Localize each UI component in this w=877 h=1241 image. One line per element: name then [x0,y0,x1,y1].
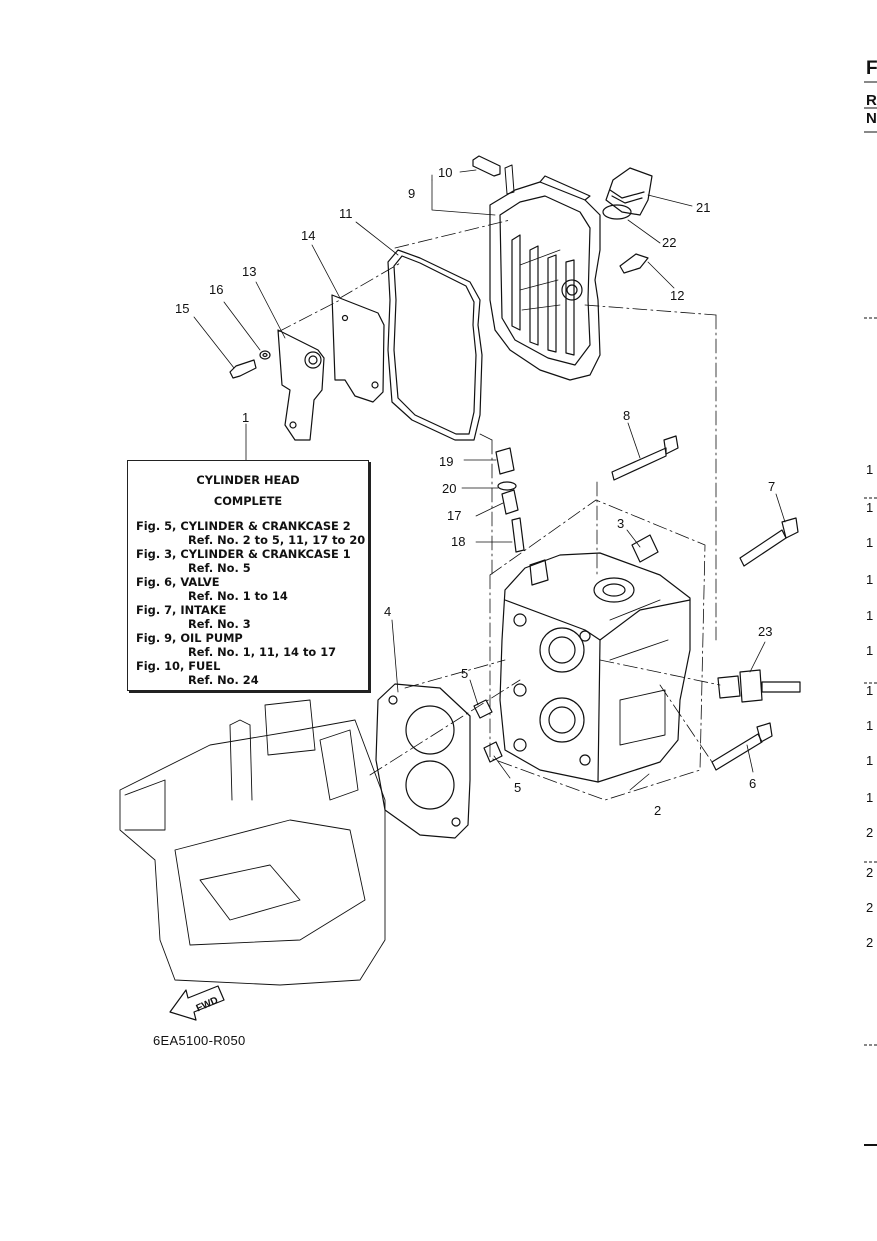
bolt-7 [739,517,799,567]
cylinder-head-cover [489,164,601,381]
edge-char: 2 [866,900,874,915]
drawing-code: 6EA5100-R050 [153,1033,246,1048]
callout-10: 10 [438,165,452,180]
callout-11: 11 [339,206,353,221]
part-20 [497,481,517,491]
engine-block [119,699,386,986]
edge-char: 1 [866,462,874,477]
washer-16 [259,350,271,360]
reference-box-title: CYLINDER HEAD COMPLETE [128,470,368,512]
edge-char: 1 [866,718,874,733]
callout-9: 9 [408,186,415,201]
callout-17: 17 [447,508,461,523]
plate-14 [331,294,385,403]
edge-char: 1 [866,643,874,658]
reference-line: Ref. No. 1 to 14 [188,589,288,603]
callout-5b: 5 [514,780,521,795]
edge-char: 1 [866,790,874,805]
edge-char: 1 [866,683,874,698]
head-gasket [375,683,471,839]
fwd-arrow-icon [169,985,225,1021]
cylinder-head [499,552,691,783]
part-3 [631,534,659,563]
callout-14: 14 [301,228,315,243]
reference-line: Fig. 10, FUEL [136,659,221,673]
reference-line: Ref. No. 2 to 5, 11, 17 to 20 [188,533,366,547]
reference-line: Ref. No. 3 [188,617,251,631]
reference-title-line1: CYLINDER HEAD [196,473,300,487]
dowel-pin-upper [473,699,493,719]
reference-line: Fig. 3, CYLINDER & CRANKCASE 1 [136,547,351,561]
reference-line: Ref. No. 24 [188,673,259,687]
callout-21: 21 [696,200,710,215]
fwd-label: FWD [195,995,220,1014]
leader-lines [193,169,786,791]
edge-char: R [866,92,877,109]
callout-20: 20 [442,481,456,496]
bolt-12 [619,253,649,274]
callout-23: 23 [758,624,772,639]
callout-13: 13 [242,264,256,279]
dowel-pin-lower [483,741,503,763]
callout-16: 16 [209,282,223,297]
bolt-8 [611,435,679,481]
callout-19: 19 [439,454,453,469]
edge-char: F [866,58,877,79]
callout-15: 15 [175,301,189,316]
spark-plug [717,669,801,703]
callout-22: 22 [662,235,676,250]
reference-line: Fig. 9, OIL PUMP [136,631,243,645]
bolt-15 [229,359,257,379]
reference-line: Ref. No. 1, 11, 14 to 17 [188,645,337,659]
callout-5a: 5 [461,666,468,681]
reference-title-line2: COMPLETE [213,494,283,508]
edge-char: N [866,110,877,127]
reference-line: Fig. 7, INTAKE [136,603,227,617]
part-17 [501,489,519,515]
oil-filler-cap [602,167,653,220]
edge-char: 1 [866,608,874,623]
part-18 [511,517,525,553]
callout-12: 12 [670,288,684,303]
reference-line: Ref. No. 5 [188,561,251,575]
callout-18: 18 [451,534,465,549]
callout-6: 6 [749,776,756,791]
plate-13 [277,329,325,441]
callout-3: 3 [617,516,624,531]
guide-lines [277,219,721,801]
edge-char: 2 [866,935,874,950]
edge-char: 1 [866,572,874,587]
callout-2: 2 [654,803,661,818]
edge-char: 1 [866,535,874,550]
callout-4: 4 [384,604,391,619]
callout-7: 7 [768,479,775,494]
bolt-6 [711,722,773,771]
callout-8: 8 [623,408,630,423]
callout-labels: 1 2 3 4 5 5 6 7 8 9 10 11 12 13 14 15 16… [175,165,775,818]
callout-1: 1 [242,410,249,425]
edge-char: 1 [866,753,874,768]
part-19 [495,447,515,475]
cover-gasket [387,249,483,441]
reference-box: CYLINDER HEAD COMPLETE Fig. 5, CYLINDER … [127,460,369,691]
bolt-10 [472,155,501,177]
edge-char: 2 [866,865,874,880]
edge-char: 1 [866,500,874,515]
reference-line: Fig. 5, CYLINDER & CRANKCASE 2 [136,519,351,533]
reference-line: Fig. 6, VALVE [136,575,220,589]
edge-char: 2 [866,825,874,840]
edge-rules [864,81,877,1146]
